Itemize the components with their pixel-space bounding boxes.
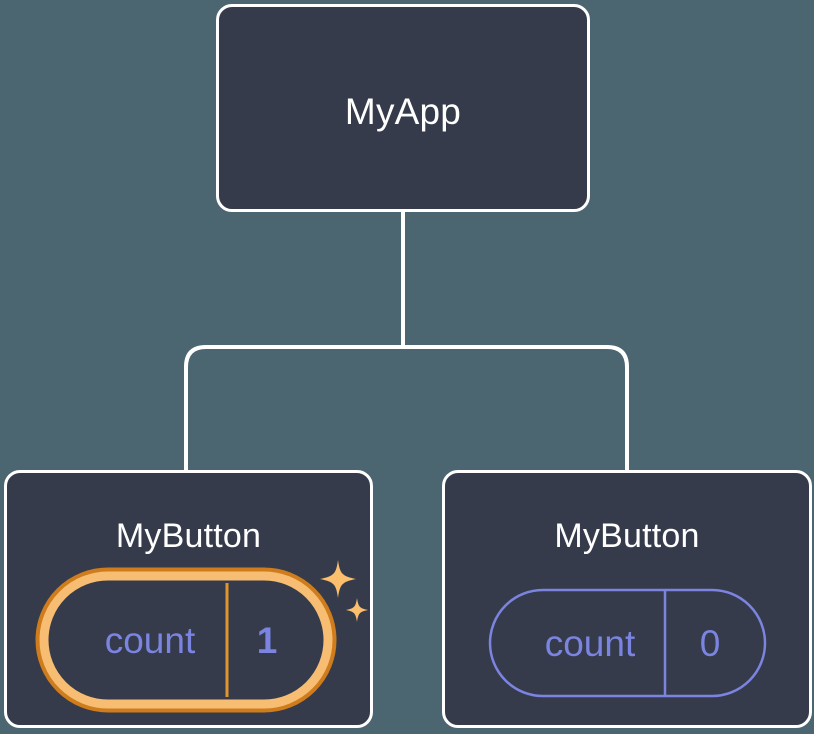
node-myapp[interactable]: MyApp	[216, 4, 590, 212]
state-pill-left-value: 1	[257, 620, 278, 661]
sparkle-group	[320, 560, 368, 622]
state-pill-right-key: count	[545, 623, 636, 664]
state-pill-right[interactable]: count 0	[488, 588, 768, 698]
connector-branch	[184, 345, 629, 470]
node-mybutton-left-label: MyButton	[115, 517, 262, 555]
state-pill-right-value: 0	[700, 623, 721, 664]
state-pill-left-key: count	[105, 620, 196, 661]
node-myapp-label: MyApp	[344, 91, 462, 132]
node-mybutton-right[interactable]: MyButton	[442, 470, 812, 728]
sparkle-icon	[320, 560, 356, 598]
sparkle-icon	[346, 598, 368, 622]
state-pill-left-inner-ring	[39, 571, 333, 709]
node-mybutton-right-label: MyButton	[554, 517, 700, 555]
state-pill-right-outline	[488, 588, 767, 698]
state-pill-left[interactable]: count 1	[30, 562, 342, 718]
